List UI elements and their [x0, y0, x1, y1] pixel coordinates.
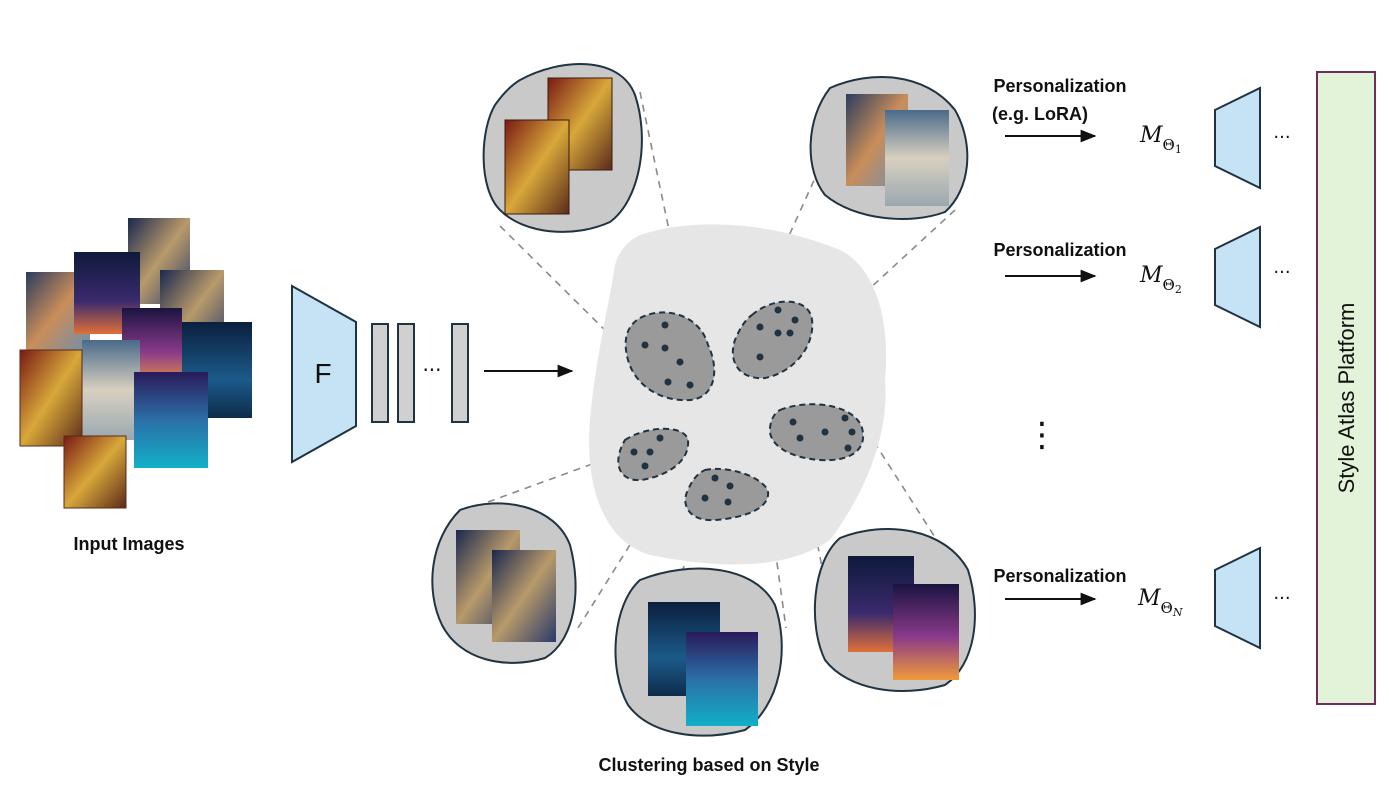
clustering-label: Clustering based on Style: [598, 755, 819, 775]
image-thumbnail-stained-glass: [19, 349, 83, 447]
personalized-model-n: [1214, 546, 1261, 650]
personalization-row-n: Personalization MΘN ···: [993, 546, 1291, 650]
model-ellipsis-2: ···: [1273, 262, 1290, 283]
personalization-sublabel-1: (e.g. LoRA): [992, 104, 1088, 124]
image-thumbnail-balloon: [82, 340, 140, 440]
personalization-row-1: Personalization (e.g. LoRA) MΘ1 ···: [992, 76, 1291, 190]
style-blob-vivid-animals: [813, 528, 976, 692]
personalization-label-2: Personalization: [993, 240, 1126, 260]
style-atlas-platform-panel: [1316, 71, 1376, 705]
input-images-collage: [19, 218, 252, 509]
feature-ellipsis: ···: [422, 358, 441, 382]
input-images-label: Input Images: [73, 534, 184, 554]
embedding-space-cloud: [589, 224, 887, 565]
personalization-row-2: Personalization MΘ2 ···: [993, 225, 1291, 329]
style-cluster-3: [617, 427, 690, 482]
model-label-1: MΘ1: [1139, 123, 1182, 156]
style-cluster-4: [768, 403, 865, 462]
encoder-f-label: F: [314, 358, 331, 389]
style-cluster-2: [731, 300, 814, 380]
style-cluster-1: [624, 311, 716, 402]
personalization-label-n: Personalization: [993, 566, 1126, 586]
rows-vertical-ellipsis: ⋮: [1025, 415, 1059, 455]
model-ellipsis-1: ···: [1273, 127, 1290, 148]
style-atlas-platform-label: Style Atlas Platform: [1334, 303, 1359, 494]
style-blob-stained-glass: [482, 63, 643, 233]
image-thumbnail-saint: [63, 435, 127, 509]
style-blob-neon: [614, 567, 783, 737]
model-label-2: MΘ2: [1139, 263, 1182, 296]
personalized-model-1: [1214, 86, 1261, 190]
style-cluster-5: [684, 467, 770, 522]
model-ellipsis-n: ···: [1273, 588, 1290, 609]
feature-bar-2: [397, 323, 415, 423]
personalization-label-1: Personalization: [993, 76, 1126, 96]
encoder-f-trapezoid: [291, 284, 357, 464]
image-thumbnail-ship: [134, 372, 208, 468]
style-blob-whimsical: [809, 76, 969, 220]
feature-bar-last: [451, 323, 469, 423]
style-blob-cosmic: [431, 502, 577, 664]
personalized-model-2: [1214, 225, 1261, 329]
feature-bar-1: [371, 323, 389, 423]
model-label-n: MΘN: [1137, 586, 1183, 619]
